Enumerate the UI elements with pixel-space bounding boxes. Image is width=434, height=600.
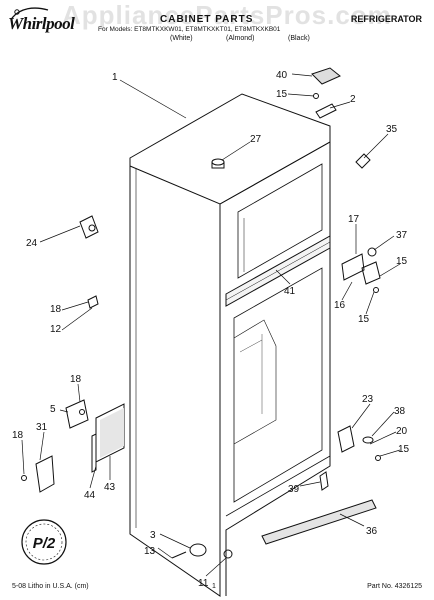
footer-page-number: 1 [212, 583, 216, 590]
callout-15: 15 [358, 314, 370, 325]
callout-43: 43 [104, 482, 116, 493]
p2-badge-text: P/2 [33, 535, 56, 552]
callout-41: 41 [284, 286, 296, 297]
callout-18: 18 [70, 374, 82, 385]
callout-2: 2 [350, 94, 356, 105]
watermark-text: AppliancePartsPros.com [62, 0, 392, 30]
callout-1: 1 [112, 72, 118, 83]
callout-40: 40 [276, 70, 288, 81]
freezer-opening [237, 163, 323, 279]
callout-3: 3 [150, 530, 156, 541]
model-list: For Models: ET8MTKXKW01, ET8MTKXKT01, ET… [98, 26, 281, 33]
category-label: REFRIGERATOR [350, 14, 422, 24]
brand-logo: Whirlpool [8, 14, 75, 33]
callout-37: 37 [396, 230, 408, 241]
footer-litho: 5-08 Litho in U.S.A. (cm) [12, 583, 89, 590]
cabinet-front-frame [219, 141, 331, 596]
page-title: CABINET PARTS [160, 14, 254, 25]
color-black: (Black) [288, 35, 310, 42]
callout-12: 12 [50, 324, 62, 335]
callout-36: 36 [366, 526, 378, 537]
callout-38: 38 [394, 406, 406, 417]
callout-24: 24 [26, 238, 38, 249]
callout-18: 18 [12, 430, 24, 441]
callout-5: 5 [50, 404, 56, 415]
p2-badge-icon: P/2 [21, 519, 67, 565]
callout-17: 17 [348, 214, 360, 225]
color-almond: (Almond) [226, 35, 255, 42]
whirlpool-swoosh-icon [11, 7, 49, 19]
kickplate-grille [261, 499, 377, 545]
callout-18: 18 [50, 304, 62, 315]
callout-27: 27 [250, 134, 262, 145]
cabinet-left-side [129, 158, 221, 597]
callout-35: 35 [386, 124, 398, 135]
callout-11: 11 [198, 578, 209, 589]
callout-13: 13 [144, 546, 156, 557]
callout-31: 31 [36, 422, 48, 433]
callout-15: 15 [396, 256, 408, 267]
fresh-food-opening [233, 267, 323, 503]
callout-20: 20 [396, 426, 408, 437]
footer-part-number: Part No. 4326125 [367, 583, 422, 590]
callout-44: 44 [84, 490, 96, 501]
cabinet-top [129, 93, 331, 205]
callout-16: 16 [334, 300, 346, 311]
callout-15: 15 [276, 89, 288, 100]
callout-23: 23 [362, 394, 374, 405]
color-white: (White) [170, 35, 193, 42]
callout-15: 15 [398, 444, 410, 455]
callout-39: 39 [288, 484, 300, 495]
